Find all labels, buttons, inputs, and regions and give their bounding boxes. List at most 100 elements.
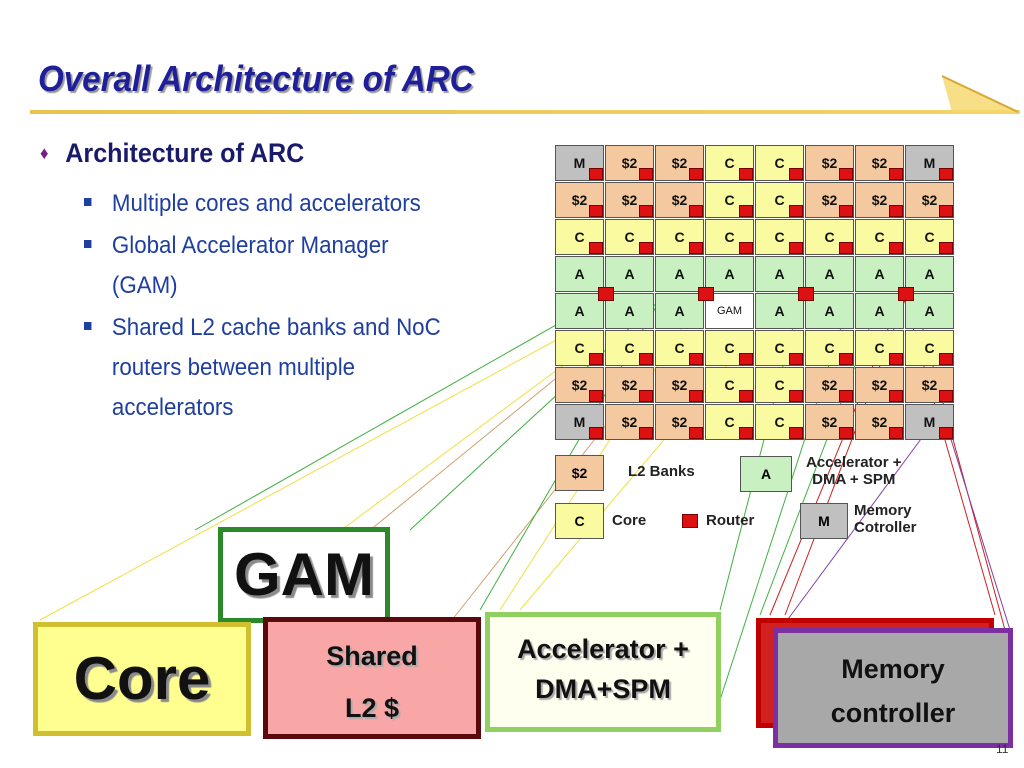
slide-title: Overall Architecture of ARC (38, 58, 474, 99)
grid-cell: M (555, 145, 604, 181)
grid-cell: M (555, 404, 604, 440)
router-icon (889, 353, 903, 365)
router-icon (639, 353, 653, 365)
grid-cell: A (855, 293, 904, 329)
grid-cell: M (905, 404, 954, 440)
grid-cell: A (655, 293, 704, 329)
accelerator-line-2: DMA+SPM (535, 674, 671, 704)
grid-cell: $2 (905, 182, 954, 218)
router-icon (839, 390, 853, 402)
grid-cell: A (905, 256, 954, 292)
grid-cell: $2 (655, 145, 704, 181)
router-icon (689, 427, 703, 439)
router-icon (839, 242, 853, 254)
grid-cell: C (905, 330, 954, 366)
grid-cell: C (755, 182, 804, 218)
legend-router-swatch (682, 514, 698, 528)
router-icon (789, 353, 803, 365)
title-rule (30, 110, 1020, 114)
router-icon (889, 427, 903, 439)
router-icon (789, 390, 803, 402)
grid-cell: A (755, 293, 804, 329)
page-number: 11 (996, 742, 1009, 756)
grid-cell: C (755, 367, 804, 403)
grid-cell: C (855, 219, 904, 255)
router-icon (939, 390, 953, 402)
sub-bullet-3-line-1: Shared L2 cache banks and NoC (111, 314, 441, 341)
router-icon (598, 287, 614, 301)
grid-cell: C (705, 182, 754, 218)
grid-cell: C (755, 330, 804, 366)
router-icon (889, 168, 903, 180)
router-icon (798, 287, 814, 301)
shared-l2-line-2: L2 $ (344, 693, 400, 723)
legend-router-label: Router (706, 512, 755, 529)
grid-cell: C (655, 330, 704, 366)
square-bullet-icon (84, 240, 92, 248)
legend-core-swatch: C (555, 503, 604, 539)
router-icon (789, 427, 803, 439)
grid-cell: C (555, 330, 604, 366)
router-icon (839, 427, 853, 439)
router-icon (689, 390, 703, 402)
bullet-main-text: Architecture of ARC (65, 138, 305, 168)
grid-cell: A (655, 256, 704, 292)
router-icon (789, 242, 803, 254)
router-icon (639, 427, 653, 439)
grid-cell: C (805, 330, 854, 366)
router-icon (589, 427, 603, 439)
sub-bullet-3-line-2: routers between multiple (111, 354, 356, 381)
router-icon (939, 242, 953, 254)
grid-cell: C (655, 219, 704, 255)
sub-bullet-2: Global Accelerator Manager (GAM) (84, 226, 389, 306)
legend-mem-line-2: Cotroller (854, 519, 917, 536)
square-bullet-icon (84, 322, 92, 330)
legend-accel-line-1: Accelerator + (806, 454, 902, 471)
grid-cell: $2 (805, 182, 854, 218)
grid-cell: $2 (655, 367, 704, 403)
grid-cell: C (705, 145, 754, 181)
grid-cell: C (905, 219, 954, 255)
grid-cell: C (755, 145, 804, 181)
grid-cell: C (755, 219, 804, 255)
memory-controller-line-1: Memory (841, 654, 945, 684)
grid-cell: C (605, 330, 654, 366)
grid-cell: $2 (805, 404, 854, 440)
router-icon (589, 205, 603, 217)
router-icon (639, 390, 653, 402)
router-icon (739, 390, 753, 402)
shared-l2-box: Shared L2 $ (263, 617, 481, 739)
grid-cell: $2 (655, 404, 704, 440)
router-icon (639, 205, 653, 217)
router-icon (889, 242, 903, 254)
router-icon (739, 168, 753, 180)
sub-bullet-1-line-1: Multiple cores and accelerators (111, 190, 421, 217)
router-icon (589, 353, 603, 365)
legend-accel-line-2: DMA + SPM (812, 471, 896, 488)
sub-bullet-1: Multiple cores and accelerators (84, 184, 421, 224)
legend-core-label: Core (612, 512, 647, 529)
grid-cell: $2 (605, 367, 654, 403)
memory-controller-box: Memory controller (773, 628, 1013, 748)
grid-cell: C (605, 219, 654, 255)
grid-cell: A (905, 293, 954, 329)
router-icon (639, 242, 653, 254)
router-icon (939, 205, 953, 217)
accelerator-box: Accelerator + DMA+SPM (485, 612, 721, 732)
grid-cell: C (855, 330, 904, 366)
router-icon (839, 353, 853, 365)
legend-accel-swatch: A (740, 456, 792, 492)
grid-cell: $2 (805, 367, 854, 403)
router-icon (839, 168, 853, 180)
diamond-bullet-icon: ♦ (40, 143, 49, 163)
core-box: Core (33, 622, 251, 736)
grid-cell: M (905, 145, 954, 181)
square-bullet-icon (84, 198, 92, 206)
sub-bullet-3: Shared L2 cache banks and NoC routers be… (84, 308, 441, 428)
legend-mem-label: Memory Cotroller (854, 502, 917, 536)
grid-cell: $2 (555, 367, 604, 403)
router-icon (689, 242, 703, 254)
sub-bullet-2-line-2: (GAM) (111, 272, 178, 299)
grid-cell: $2 (555, 182, 604, 218)
